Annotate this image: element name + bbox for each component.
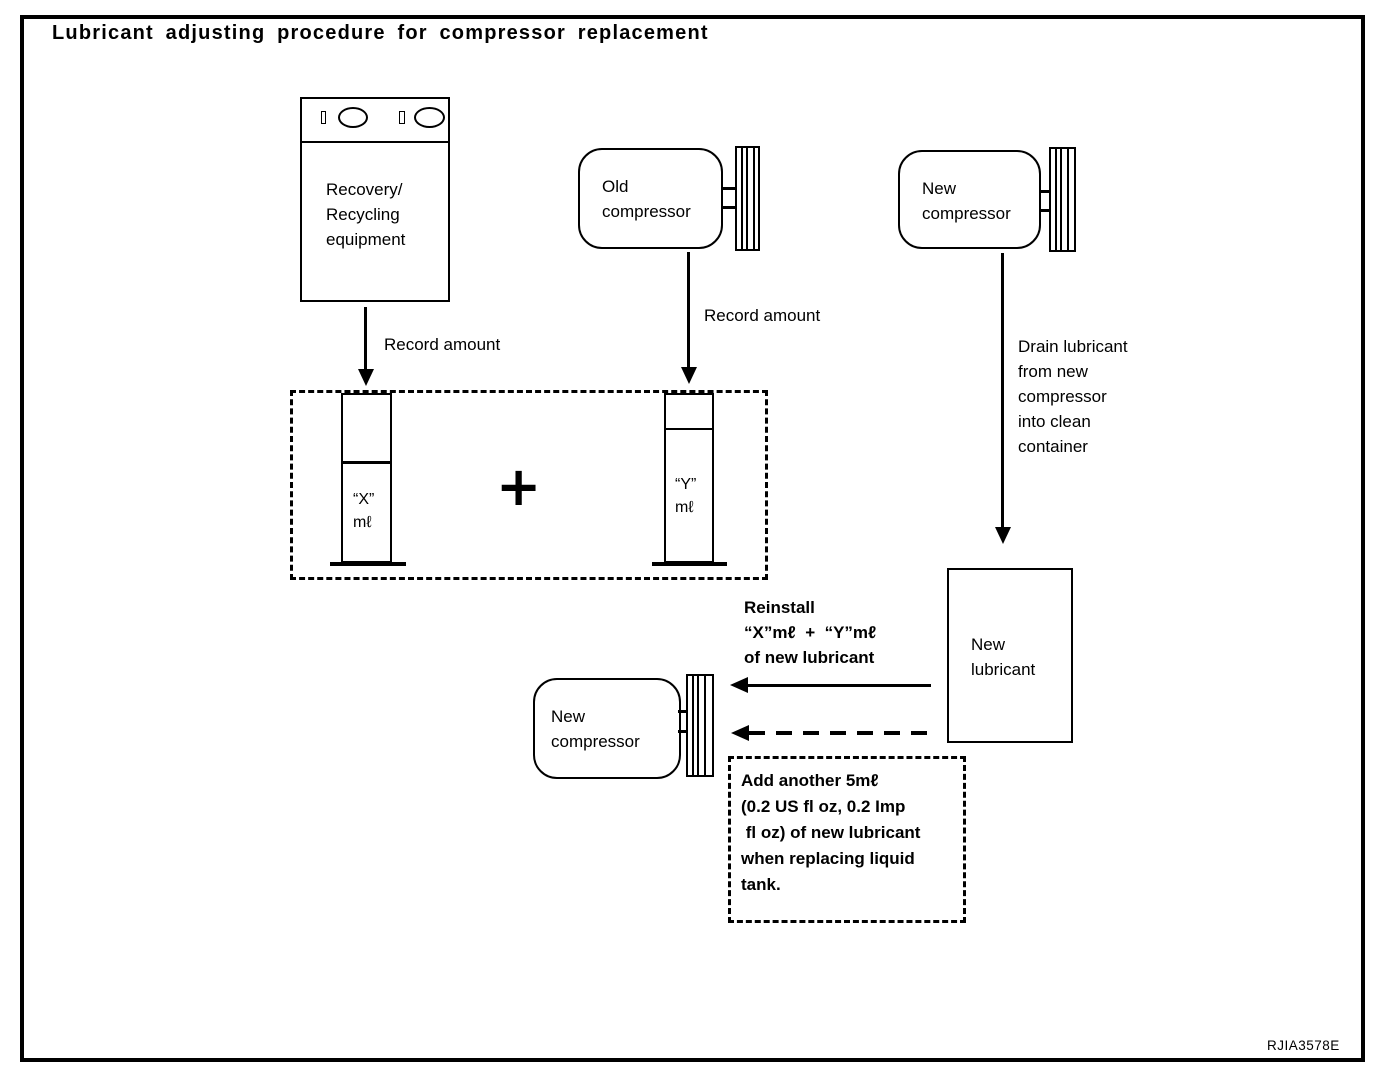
drain-lubricant-label: Drain lubricant from new compressor into…	[1018, 337, 1128, 456]
port-icon	[399, 111, 405, 124]
cylinder-x-base-line	[330, 562, 406, 566]
new-lubricant-label: New lubricant	[971, 635, 1036, 679]
compressor-connector-line	[721, 206, 736, 209]
plus-sign: +	[496, 455, 542, 518]
arrow-line-drain	[1001, 253, 1004, 528]
old-compressor-label: Old compressor	[602, 177, 691, 221]
port-icon	[321, 111, 326, 124]
record-amount-label-right: Record amount	[704, 306, 821, 325]
recovery-equipment-control-panel	[302, 99, 448, 143]
gauge-icon	[414, 107, 445, 128]
compressor-pulley-icon	[686, 674, 714, 777]
compressor-pulley-icon	[1049, 147, 1076, 252]
page-title: Lubricant adjusting procedure for compre…	[52, 22, 709, 44]
measuring-cylinder-y: “Y” mℓ	[664, 393, 714, 563]
arrow-head-left-icon	[731, 725, 749, 741]
new-compressor-bottom-label: New compressor	[551, 707, 640, 751]
cylinder-x-unit: mℓ	[353, 514, 372, 531]
cylinder-y-label: “Y” mℓ	[675, 473, 696, 519]
cylinder-y-base-line	[652, 562, 727, 566]
reinstall-label: Reinstall “X”mℓ + “Y”mℓ of new lubricant	[744, 598, 877, 667]
old-compressor-box: Old compressor	[578, 148, 723, 249]
liquid-level-line	[343, 461, 390, 464]
compressor-connector-line	[678, 710, 688, 713]
measuring-area-dashed-box	[290, 390, 768, 580]
cylinder-x-amount: “X”	[353, 491, 375, 508]
cylinder-x-label: “X” mℓ	[353, 488, 374, 534]
arrow-line-recovery-to-cylinder	[364, 307, 367, 370]
liquid-level-line	[666, 428, 712, 430]
arrow-head-down-icon	[358, 369, 374, 386]
add-lubricant-note-box: Add another 5mℓ (0.2 US fl oz, 0.2 Imp f…	[728, 756, 966, 923]
arrow-head-left-icon	[730, 677, 748, 693]
cylinder-y-amount: “Y”	[675, 476, 697, 493]
compressor-connector-line	[721, 187, 736, 190]
compressor-connector-line	[678, 730, 688, 733]
measuring-cylinder-x: “X” mℓ	[341, 393, 392, 563]
arrow-head-down-icon	[681, 367, 697, 384]
arrow-line-reinstall	[747, 684, 931, 687]
figure-code: RJIA3578E	[1267, 1038, 1340, 1053]
new-lubricant-box: New lubricant	[947, 568, 1073, 743]
diagram-border-frame	[20, 15, 1365, 1062]
new-compressor-top-label: New compressor	[922, 179, 1011, 223]
arrow-head-down-icon	[995, 527, 1011, 544]
arrow-line-oldcomp-to-cylinder	[687, 252, 690, 368]
new-compressor-top-box: New compressor	[898, 150, 1041, 249]
record-amount-label-left: Record amount	[384, 335, 501, 354]
cylinder-y-unit: mℓ	[675, 499, 694, 516]
new-compressor-bottom-box: New compressor	[533, 678, 681, 779]
compressor-pulley-icon	[735, 146, 760, 251]
compressor-connector-line	[1039, 209, 1053, 212]
compressor-connector-line	[1039, 190, 1053, 193]
arrow-line-add-lubricant-dashed	[749, 731, 933, 735]
add-lubricant-note-text: Add another 5mℓ (0.2 US fl oz, 0.2 Imp f…	[741, 771, 921, 894]
recovery-equipment-label: Recovery/ Recycling equipment	[326, 180, 406, 249]
recovery-equipment-box: Recovery/ Recycling equipment	[300, 97, 450, 302]
gauge-icon	[338, 107, 368, 128]
